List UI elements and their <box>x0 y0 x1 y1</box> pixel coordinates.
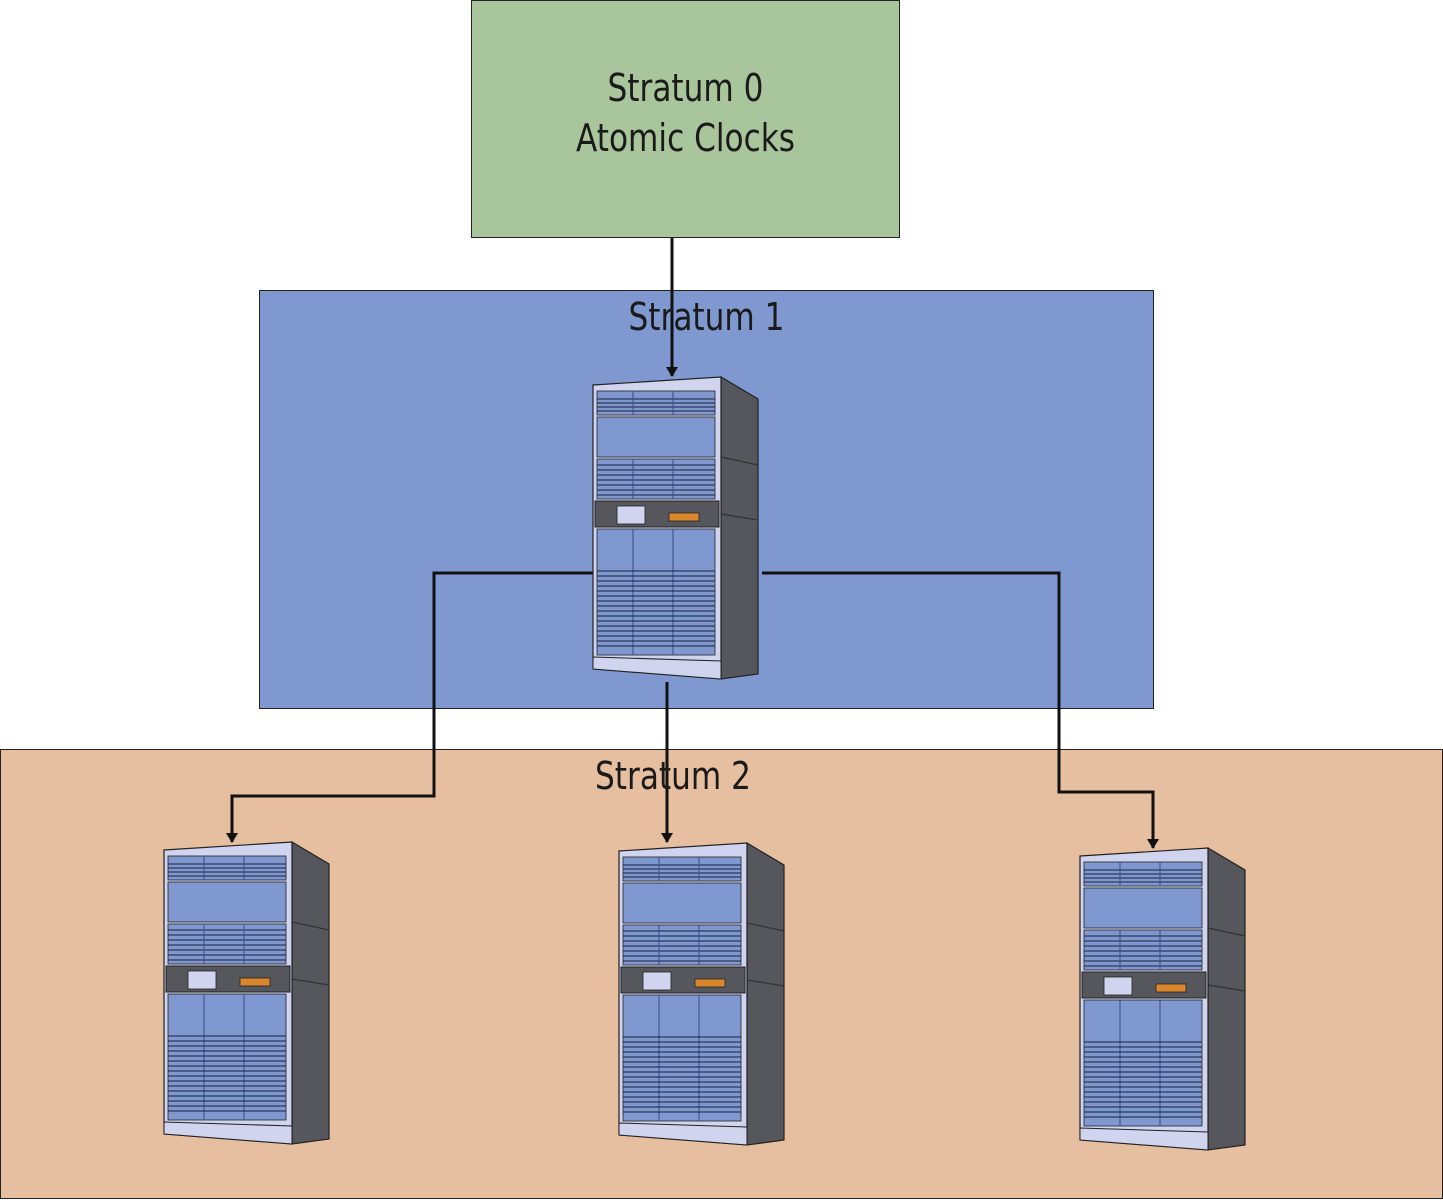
link-s1-to-s2-left <box>226 571 596 843</box>
stratum-0-box <box>471 0 900 238</box>
stratum-1-title: Stratum 1 <box>628 295 785 339</box>
stratum-2-server-right <box>1079 847 1246 1151</box>
stratum-2-server-left <box>163 841 330 1145</box>
stratum-1-server <box>592 376 759 680</box>
stratum-2-server-center <box>618 842 785 1146</box>
link-s1-to-s2-right <box>762 571 1159 849</box>
stratum-2-title: Stratum 2 <box>595 754 751 798</box>
stratum-0-subtitle: Atomic Clocks <box>576 116 795 160</box>
stratum-0-title: Stratum 0 <box>607 66 764 110</box>
